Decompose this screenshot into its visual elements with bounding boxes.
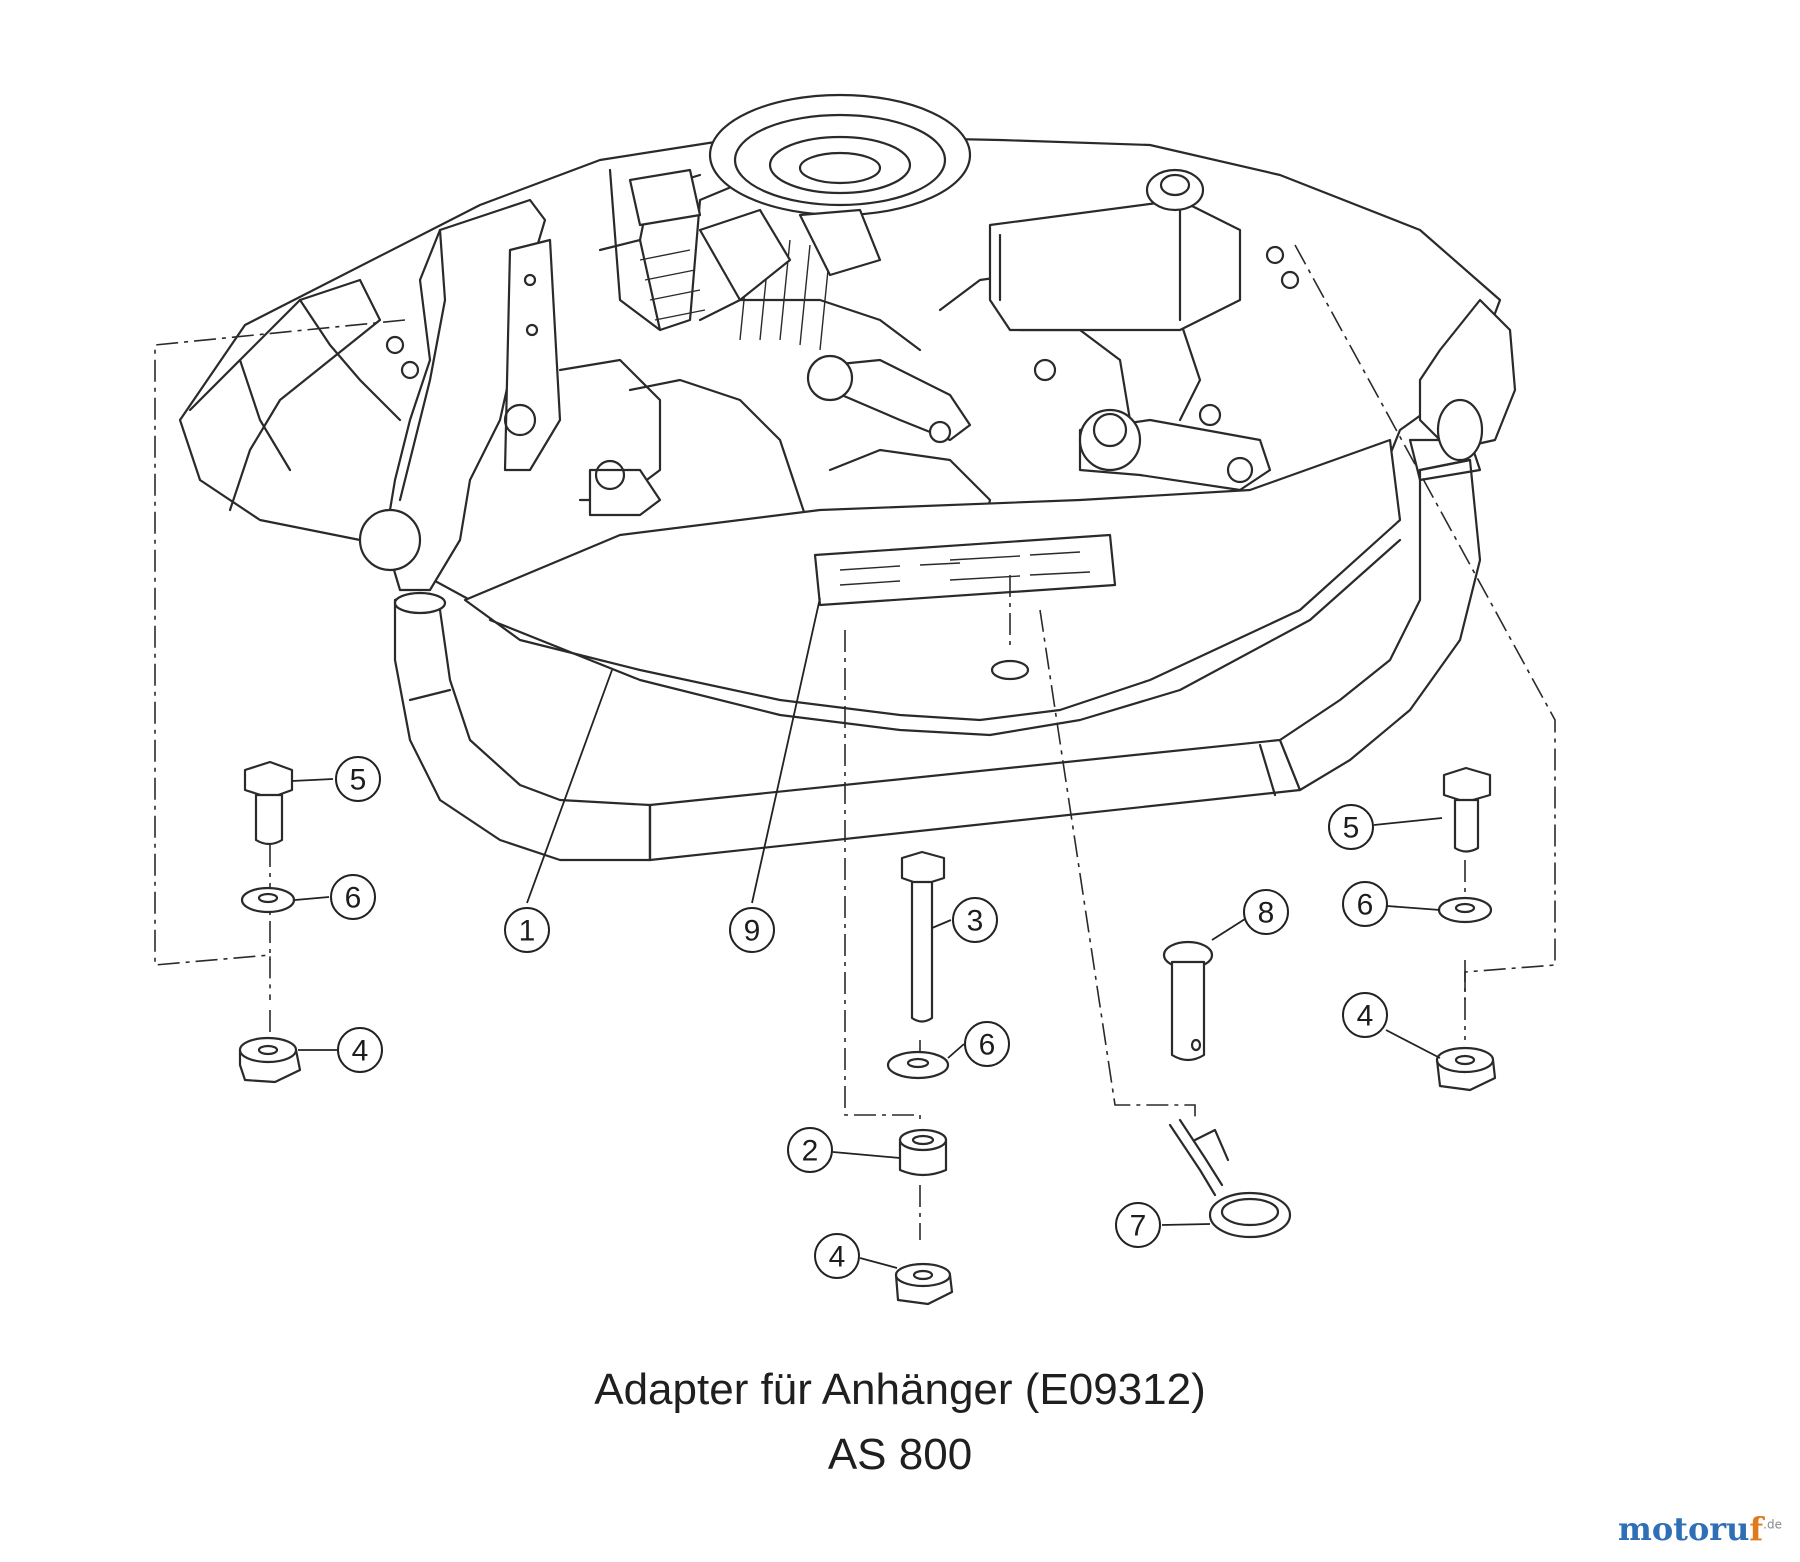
- nut-right: [1435, 1046, 1497, 1092]
- long-bolt-center: [900, 850, 946, 1023]
- callout-2: 2: [787, 1127, 833, 1173]
- diagram-title: Adapter für Anhänger (E09312): [594, 1365, 1206, 1414]
- callout-1: 1: [504, 907, 550, 953]
- watermark-text-accent: f: [1749, 1510, 1764, 1548]
- hitch-pin-clip: [1168, 1118, 1292, 1239]
- callout-7: 7: [1115, 1202, 1161, 1248]
- callout-6-left-label: 6: [345, 882, 362, 915]
- callout-4-center-label: 4: [829, 1241, 846, 1274]
- washer-left: [240, 886, 296, 914]
- nut-center: [894, 1262, 954, 1306]
- callout-4-left: 4: [337, 1027, 383, 1073]
- callout-6-center: 6: [964, 1021, 1010, 1067]
- callout-3-label: 3: [967, 905, 984, 938]
- callout-6-right-label: 6: [1357, 889, 1374, 922]
- bolt-left: [243, 760, 294, 846]
- callout-5-right: 5: [1328, 804, 1374, 850]
- model-name: AS 800: [827, 1430, 973, 1479]
- callout-5-left-label: 5: [350, 764, 367, 797]
- adapter-frame: [358, 198, 1517, 862]
- callout-6-right: 6: [1342, 881, 1388, 927]
- nut-left: [238, 1036, 302, 1084]
- assembly-lines: [154, 244, 1556, 1240]
- callout-4-right-label: 4: [1357, 1000, 1374, 1033]
- callout-6-left: 6: [330, 874, 376, 920]
- callout-5-right-label: 5: [1343, 812, 1360, 845]
- callout-8: 8: [1243, 889, 1289, 935]
- callout-4-left-label: 4: [352, 1035, 369, 1068]
- callout-9: 9: [729, 907, 775, 953]
- washer-right: [1437, 896, 1493, 924]
- callout-2-label: 2: [802, 1135, 819, 1168]
- callout-8-label: 8: [1258, 897, 1275, 930]
- callout-9-label: 9: [744, 915, 761, 948]
- spacer-center: [898, 1128, 948, 1177]
- callout-1-label: 1: [519, 915, 536, 948]
- callout-4-right: 4: [1342, 992, 1388, 1038]
- leader-lines: [291, 597, 1443, 1269]
- washer-center: [886, 1050, 950, 1080]
- callout-3: 3: [952, 897, 998, 943]
- watermark-text-main: motoru: [1617, 1510, 1750, 1548]
- callout-5-left: 5: [335, 756, 381, 802]
- callout-4-center: 4: [814, 1233, 860, 1279]
- callout-6-center-label: 6: [979, 1029, 996, 1062]
- watermark-text-domain: .de: [1763, 1517, 1782, 1532]
- clevis-pin: [1162, 940, 1214, 1062]
- hardware-parts: [238, 760, 1497, 1306]
- callout-7-label: 7: [1130, 1210, 1147, 1243]
- watermark-logo: motoruf.de: [1618, 1510, 1782, 1548]
- bolt-right: [1442, 766, 1492, 853]
